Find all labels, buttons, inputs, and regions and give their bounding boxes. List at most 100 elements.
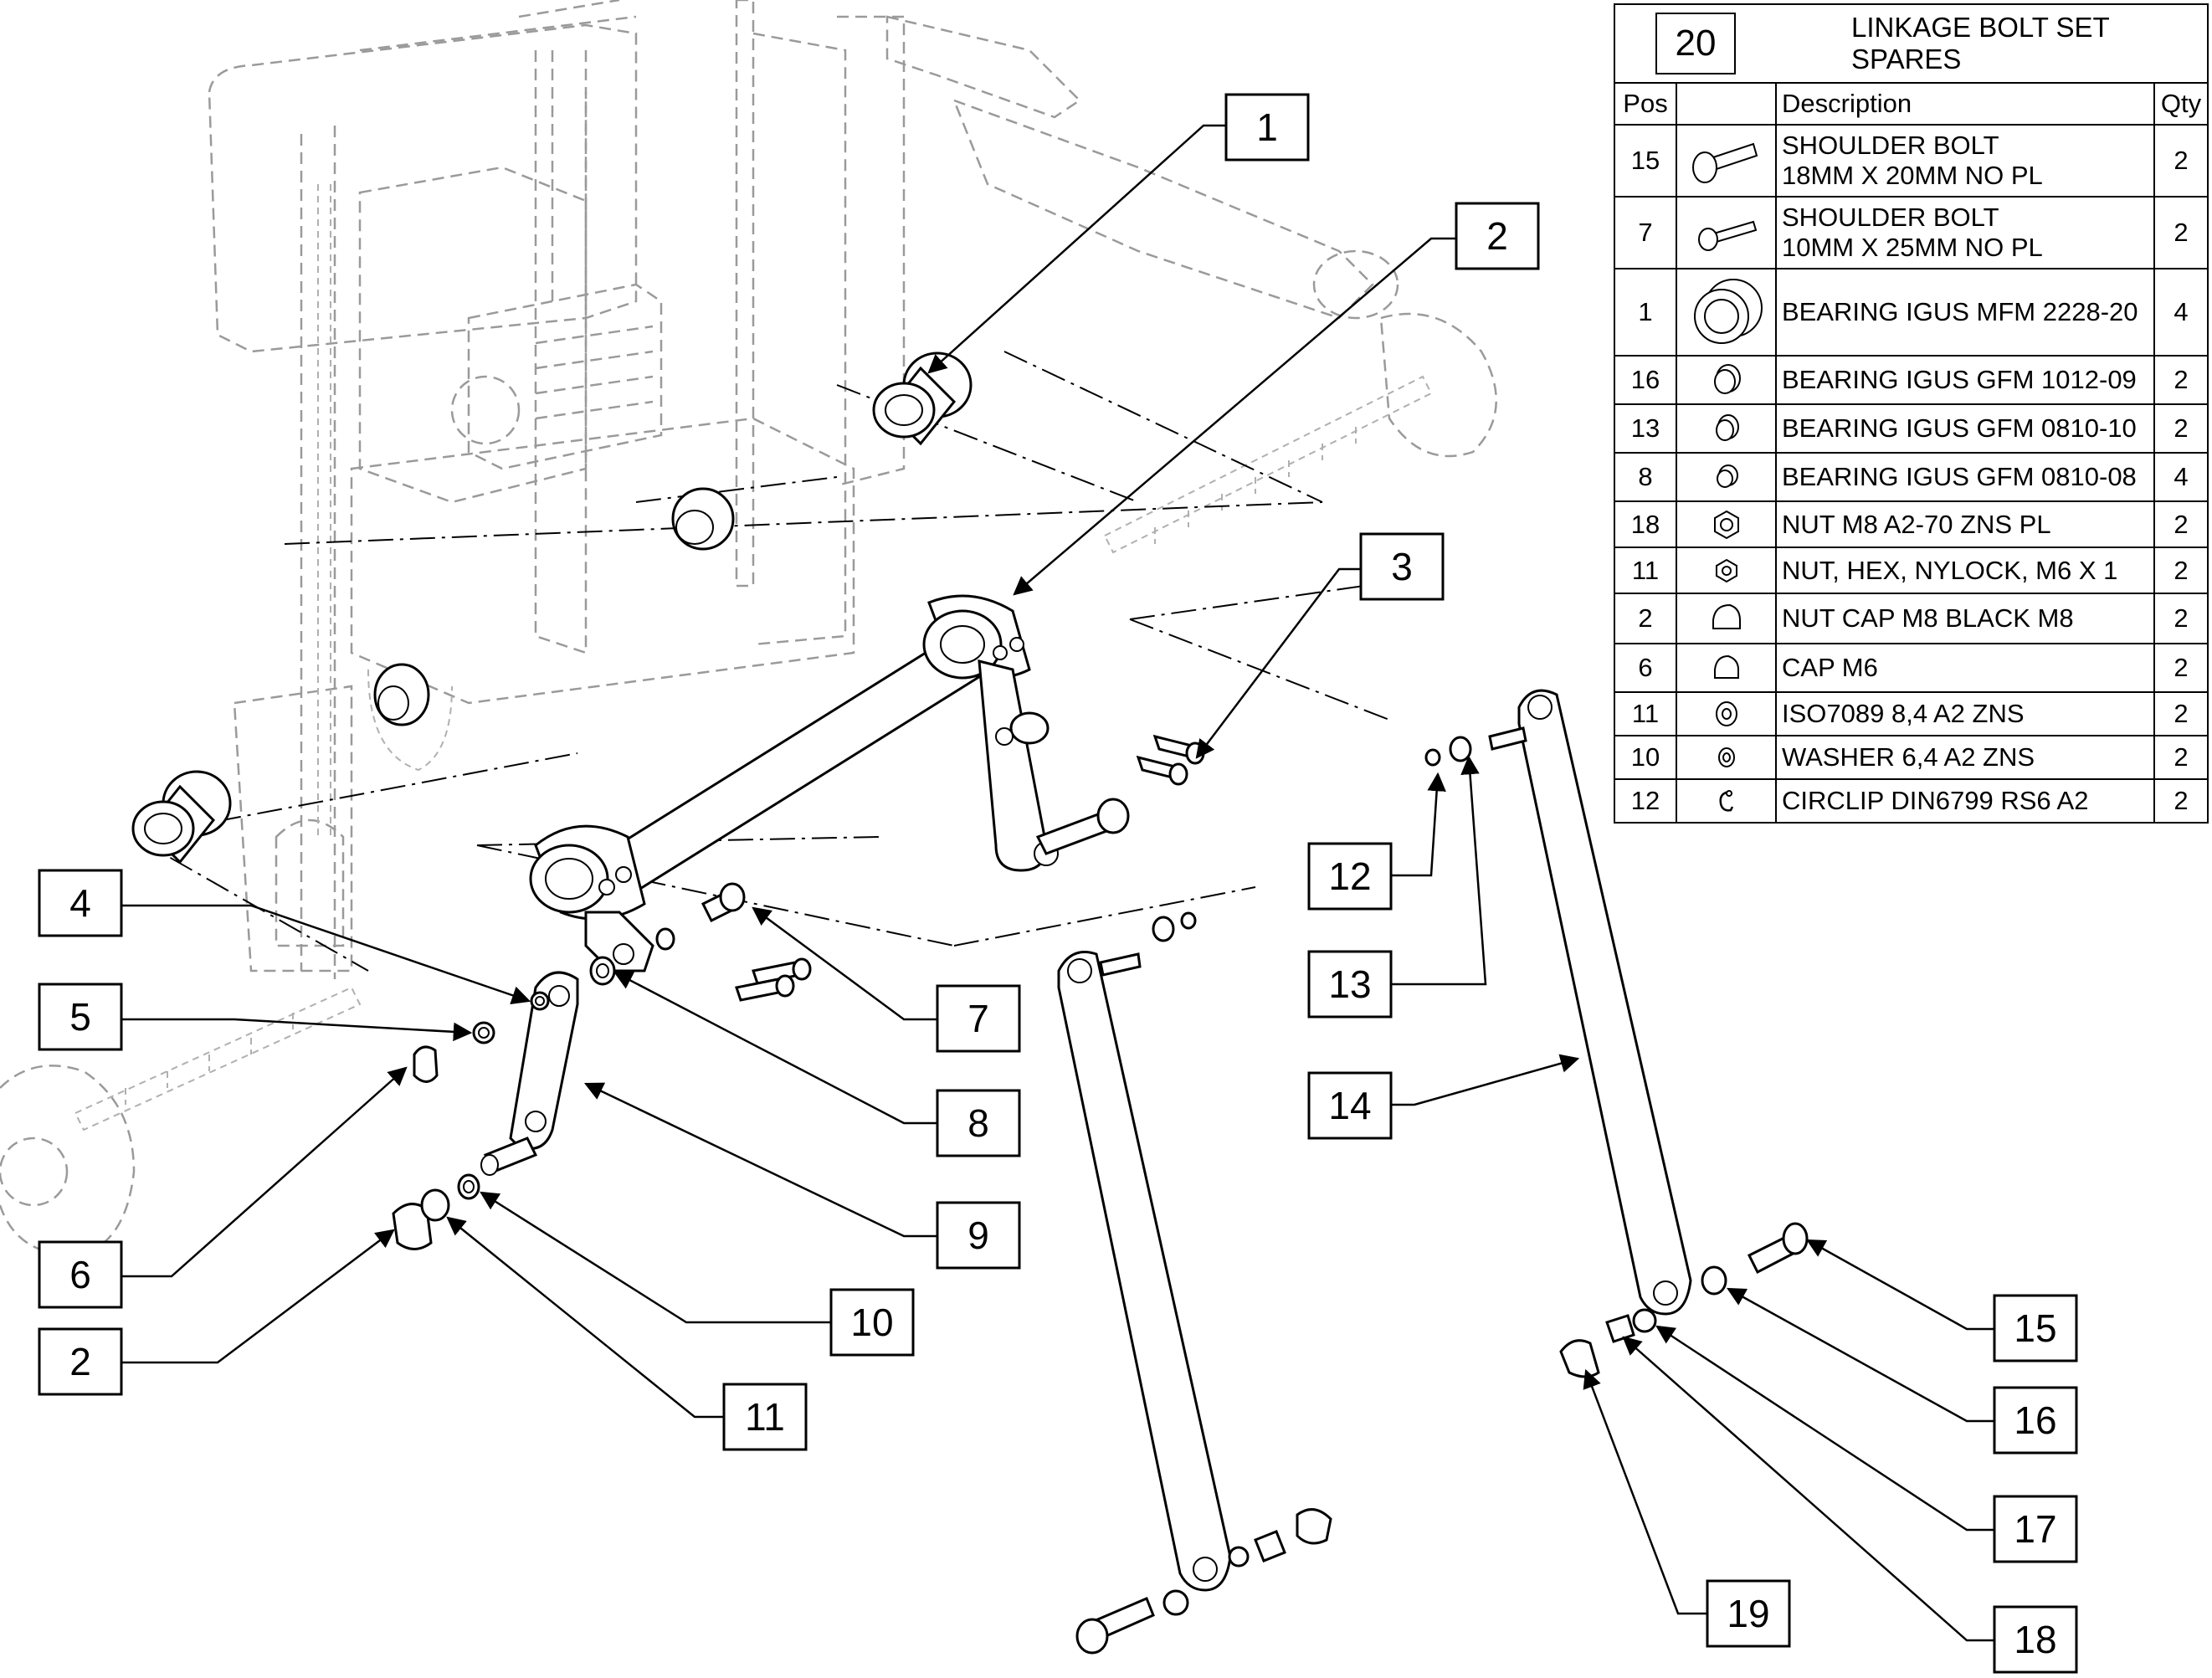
table-row: 10 WASHER 6,4 A2 ZNS 2	[1614, 735, 2209, 780]
header-qty: Qty	[2153, 82, 2209, 126]
row-qty: 2	[2153, 778, 2209, 824]
row-pos: 11	[1614, 691, 1677, 736]
callout-13: 13	[1307, 950, 1393, 1019]
row-thumb	[1676, 355, 1777, 405]
washer-small-icon	[1717, 747, 1735, 767]
tube-arm-right	[978, 659, 1130, 872]
row-thumb	[1676, 452, 1777, 502]
table-row: 6 CAP M6 2	[1614, 643, 2209, 693]
callout-label: 9	[967, 1214, 989, 1257]
row-thumb	[1676, 643, 1777, 693]
row-thumb	[1676, 735, 1777, 780]
table-row: 15 SHOULDER BOLT 18MM X 20MM NO PL 2	[1614, 124, 2209, 198]
callout-label: 10	[850, 1301, 893, 1344]
row-pos: 15	[1614, 124, 1677, 198]
table-row: 11 ISO7089 8,4 A2 ZNS 2	[1614, 691, 2209, 736]
nut-cap-icon	[1712, 603, 1741, 629]
cap-nut-set	[392, 1173, 480, 1250]
callout-19: 19	[1706, 1579, 1791, 1648]
table-row: 7 SHOULDER BOLT 10MM X 25MM NO PL 2	[1614, 196, 2209, 269]
callout-label: 17	[2014, 1507, 2056, 1551]
header-image	[1676, 82, 1777, 126]
leader-lines	[121, 124, 1994, 1642]
parts-table: 20 LINKAGE BOLT SET SPARES Pos Descripti…	[1614, 3, 2209, 824]
shoulder-bolt-small-icon	[1697, 220, 1757, 251]
callout-9: 9	[936, 1201, 1021, 1270]
row-description: BEARING IGUS GFM 1012-09	[1775, 355, 2155, 405]
table-header-row: Pos Description Qty	[1614, 82, 2209, 126]
shoulder-bolt-icon	[1691, 142, 1758, 183]
row-qty: 2	[2153, 691, 2209, 736]
table-row: 18 NUT M8 A2-70 ZNS PL 2	[1614, 500, 2209, 548]
row-pos: 1	[1614, 268, 1677, 357]
callout-3: 3	[1359, 532, 1445, 601]
table-row: 13 BEARING IGUS GFM 0810-10 2	[1614, 403, 2209, 454]
table-row: 12 CIRCLIP DIN6799 RS6 A2 2	[1614, 778, 2209, 824]
callout-11: 11	[722, 1383, 808, 1451]
row-qty: 2	[2153, 547, 2209, 594]
bearing-part	[671, 487, 735, 551]
table-row: 8 BEARING IGUS GFM 0810-08 4	[1614, 452, 2209, 502]
callout-16: 16	[1993, 1386, 2078, 1455]
callout-7: 7	[936, 984, 1021, 1053]
callout-label: 3	[1391, 545, 1413, 588]
row-thumb	[1676, 691, 1777, 736]
row-pos: 13	[1614, 403, 1677, 454]
row-qty: 2	[2153, 735, 2209, 780]
callout-5: 5	[38, 983, 123, 1051]
row-description: BEARING IGUS GFM 0810-10	[1775, 403, 2155, 454]
set-number: 20	[1655, 13, 1736, 74]
callout-label: 8	[967, 1101, 989, 1145]
row-thumb	[1676, 547, 1777, 594]
row-qty: 2	[2153, 403, 2209, 454]
bearing-part	[373, 663, 430, 726]
callout-label: 15	[2014, 1306, 2056, 1350]
row-thumb	[1676, 593, 1777, 644]
row-thumb	[1676, 124, 1777, 198]
washer-icon	[1715, 701, 1737, 726]
row-qty: 4	[2153, 452, 2209, 502]
row-description: BEARING IGUS GFM 0810-08	[1775, 452, 2155, 502]
callout-label: 2	[69, 1340, 91, 1383]
row-qty: 2	[2153, 643, 2209, 693]
table-row: 11 NUT, HEX, NYLOCK, M6 X 1 2	[1614, 547, 2209, 594]
callout-1: 1	[1224, 93, 1310, 162]
assembly-axis-lines	[133, 351, 1390, 972]
row-pos: 8	[1614, 452, 1677, 502]
nylock-nut-icon	[1715, 558, 1737, 582]
row-thumb	[1676, 268, 1777, 357]
hex-nut-icon	[1713, 510, 1739, 539]
row-pos: 12	[1614, 778, 1677, 824]
header-pos: Pos	[1614, 82, 1677, 126]
row-qty: 2	[2153, 196, 2209, 269]
callout-14: 14	[1307, 1071, 1393, 1140]
cross-tube	[529, 594, 1031, 921]
row-qty: 2	[2153, 500, 2209, 548]
callout-label: 7	[967, 997, 989, 1040]
row-description: CAP M6	[1775, 643, 2155, 693]
bearing-small-icon	[1716, 464, 1738, 488]
callout-label: 6	[69, 1253, 91, 1296]
row-qty: 4	[2153, 268, 2209, 357]
shoulder-bolt-part	[701, 882, 812, 1002]
ghost-chassis	[0, 0, 1497, 1257]
row-qty: 2	[2153, 124, 2209, 198]
set-title: LINKAGE BOLT SET SPARES	[1851, 12, 2110, 74]
callout-8: 8	[936, 1089, 1021, 1157]
row-description: SHOULDER BOLT 18MM X 20MM NO PL	[1775, 124, 2155, 198]
callout-4: 4	[38, 869, 123, 937]
callout-label: 1	[1256, 105, 1278, 149]
row-description: WASHER 6,4 A2 ZNS	[1775, 735, 2155, 780]
row-description: ISO7089 8,4 A2 ZNS	[1775, 691, 2155, 736]
circlip-icon	[1718, 790, 1733, 812]
row-description: NUT M8 A2-70 ZNS PL	[1775, 500, 2155, 548]
row-pos: 16	[1614, 355, 1677, 405]
callout-label: 19	[1727, 1592, 1769, 1635]
row-pos: 6	[1614, 643, 1677, 693]
callout-label: 5	[69, 995, 91, 1039]
callout-label: 16	[2014, 1398, 2056, 1442]
row-thumb	[1676, 778, 1777, 824]
callout-2: 2	[1455, 202, 1540, 270]
callout-label: 4	[69, 881, 91, 925]
row-description: BEARING IGUS MFM 2228-20	[1775, 268, 2155, 357]
